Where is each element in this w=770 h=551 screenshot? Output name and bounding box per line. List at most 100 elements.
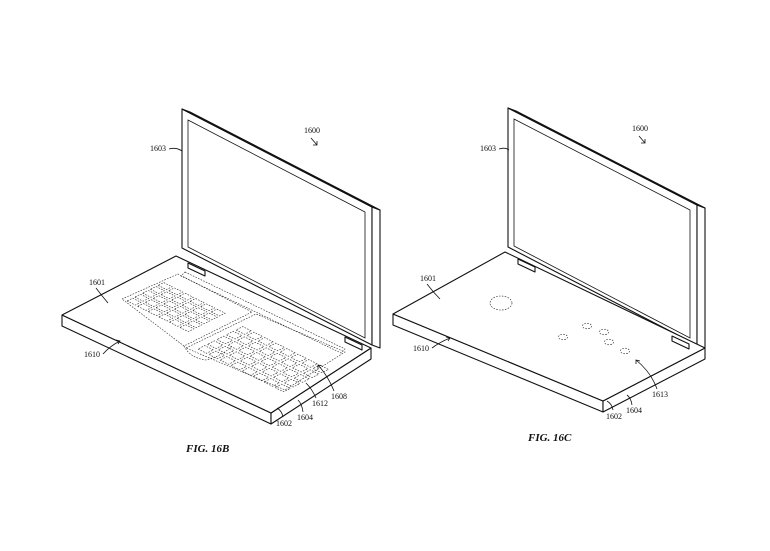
ref-1602-16c: 1602 (606, 412, 622, 421)
virtual-key (141, 290, 158, 298)
ref-1610-16c: 1610 (413, 344, 429, 353)
virtual-key (279, 348, 297, 357)
virtual-key (217, 345, 235, 355)
virtual-key (227, 341, 245, 350)
virtual-key (290, 353, 308, 363)
virtual-key (280, 358, 298, 367)
virtual-key (189, 298, 205, 306)
virtual-key (184, 311, 200, 319)
virtual-key (163, 300, 179, 309)
virtual-key (258, 347, 276, 356)
virtual-key (252, 372, 270, 382)
figure-16b-right-key-grid (197, 326, 330, 393)
virtual-key (206, 340, 224, 349)
virtual-key (302, 369, 320, 378)
virtual-key (168, 319, 184, 327)
virtual-key (192, 307, 208, 315)
virtual-key (168, 287, 184, 296)
virtual-key (134, 293, 150, 302)
virtual-key (260, 357, 278, 367)
figure-16c-indicator-dot (599, 328, 609, 336)
virtual-key (202, 312, 218, 321)
ref-1610-16b: 1610 (84, 350, 100, 359)
virtual-key (178, 292, 194, 301)
virtual-key (261, 367, 279, 377)
virtual-key (157, 282, 173, 290)
virtual-key (181, 302, 197, 310)
virtual-key (250, 362, 268, 371)
virtual-key (274, 383, 292, 393)
figure-16c-indicator-dot (604, 338, 614, 346)
virtual-key (241, 367, 259, 376)
virtual-key (246, 331, 264, 341)
virtual-key (160, 291, 176, 300)
virtual-key (301, 359, 319, 368)
virtual-key (228, 351, 246, 360)
ref-1600-16b: 1600 (304, 126, 320, 135)
virtual-key (199, 303, 216, 312)
virtual-key (268, 342, 286, 352)
virtual-key (216, 335, 234, 345)
virtual-key (149, 286, 165, 294)
figure-16c-reference-numerals: 1600 1603 1601 1610 1602 1604 1613 (413, 124, 668, 421)
virtual-key (235, 326, 253, 335)
virtual-key (249, 352, 267, 361)
figure-16c-indicator-dot (620, 347, 630, 355)
virtual-key (136, 303, 153, 311)
figure-16b-left-key-grid (126, 282, 226, 332)
figure-16b-display (181, 108, 381, 349)
ref-1600-16c: 1600 (632, 124, 648, 133)
virtual-key (236, 336, 254, 345)
ref-1603-16c: 1603 (480, 144, 496, 153)
virtual-key (147, 308, 163, 317)
virtual-key (291, 363, 309, 373)
ref-1601-16c: 1601 (420, 274, 436, 283)
virtual-key (176, 315, 192, 323)
virtual-key (194, 316, 211, 325)
figure-16c-large-indicator (489, 295, 513, 311)
virtual-key (225, 330, 243, 340)
virtual-key (247, 341, 265, 351)
virtual-key (173, 305, 189, 314)
virtual-key (165, 309, 182, 318)
figure-16c-touch-indicators (489, 295, 630, 355)
figure-16c-caption: FIG. 16C (527, 432, 572, 444)
virtual-key (230, 361, 248, 371)
virtual-key (179, 324, 195, 332)
virtual-key (197, 345, 215, 354)
virtual-key (187, 320, 203, 329)
ref-1604-16c: 1604 (626, 406, 642, 415)
virtual-key (238, 346, 256, 356)
figure-16b-base (61, 255, 372, 425)
figure-16c-indicator-dot (558, 333, 568, 341)
virtual-key (283, 378, 301, 388)
virtual-key (239, 356, 257, 366)
virtual-key (208, 350, 226, 360)
virtual-key (272, 373, 290, 382)
virtual-key (293, 374, 311, 383)
virtual-key (257, 337, 275, 346)
ref-1603-16b: 1603 (150, 144, 166, 153)
virtual-key (144, 299, 160, 307)
figure-16c-indicator-dot (582, 322, 592, 330)
virtual-key (271, 363, 289, 372)
ref-1613-16c: 1613 (652, 390, 668, 399)
ref-1612-16b: 1612 (312, 399, 328, 408)
ref-1602-16b: 1602 (276, 419, 292, 428)
ref-1604-16b: 1604 (297, 413, 313, 422)
virtual-key (170, 296, 187, 305)
virtual-key (219, 356, 237, 365)
virtual-key (155, 304, 171, 313)
figure-16c-laptop: 1600 1603 1601 1610 1602 1604 1613 FIG. … (392, 107, 706, 444)
ref-1601-16b: 1601 (89, 278, 105, 287)
virtual-key (152, 295, 168, 303)
virtual-key (269, 352, 287, 362)
figure-16b-caption: FIG. 16B (185, 443, 229, 455)
figure-16b-reference-numerals: 1600 1603 1601 1610 1602 1604 1612 1608 (84, 126, 347, 428)
virtual-key (312, 364, 330, 374)
figure-16b-virtual-keyboard (121, 271, 346, 393)
virtual-key (158, 313, 174, 322)
virtual-key (282, 368, 300, 378)
figure-16c-display (507, 107, 706, 349)
